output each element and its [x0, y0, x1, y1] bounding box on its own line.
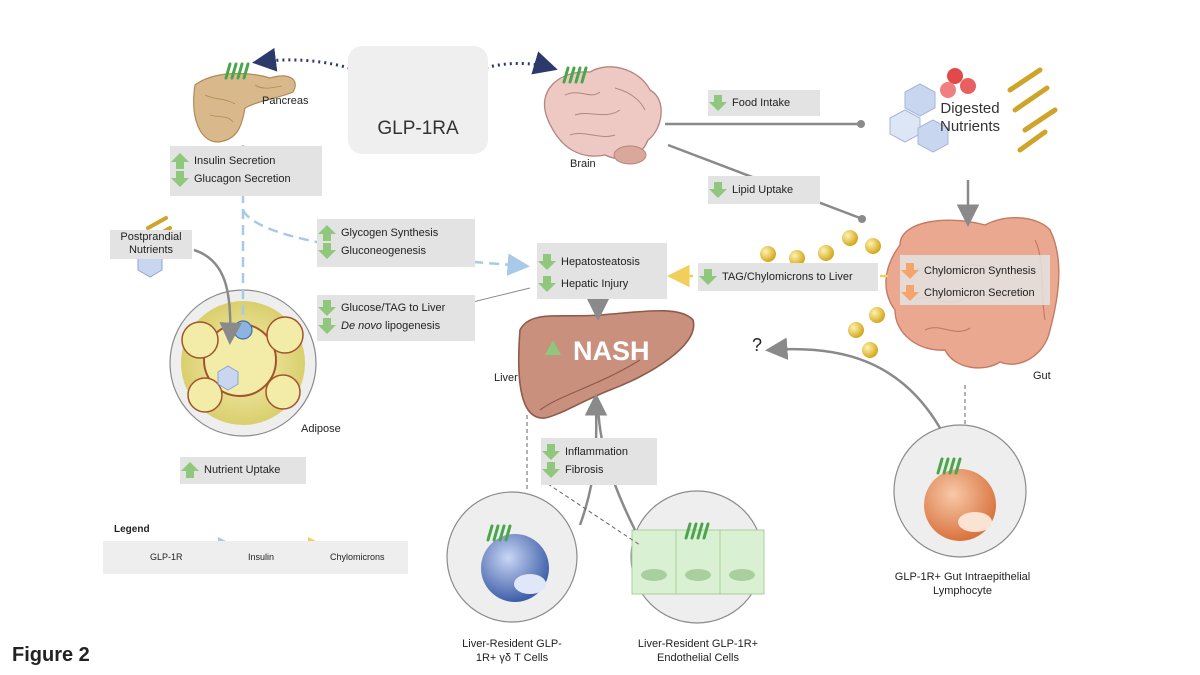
- nutrient-uptake-label: Nutrient Uptake: [204, 464, 281, 476]
- hepatic-injury-label: Hepatic Injury: [561, 278, 629, 290]
- tag-chylomicrons-box: TAG/Chylomicrons to Liver: [698, 263, 878, 291]
- de-novo-label: De novo: [341, 320, 382, 332]
- gd-t-cell-illustration: [446, 491, 578, 623]
- adipose-illustration: [169, 289, 317, 437]
- down-arrow-icon: [699, 269, 717, 285]
- arrow-iel-to-question: [765, 337, 942, 429]
- pancreas-label: Pancreas: [262, 95, 309, 107]
- postprandial-nutrients-label: Postprandial Nutrients: [120, 231, 182, 256]
- inflammation-label: Inflammation: [565, 446, 628, 458]
- down-arrow-icon: [901, 285, 919, 301]
- endothelial-cell-illustration: [630, 490, 765, 624]
- down-arrow-icon: [538, 254, 556, 270]
- legend-box: [103, 541, 408, 574]
- cell-connector-lines: [526, 385, 966, 546]
- gd-t-cells-label: Liver-Resident GLP-1R+ γδ T Cells: [462, 638, 562, 664]
- liver-label: Liver: [494, 372, 518, 384]
- food-intake-label: Food Intake: [732, 97, 791, 109]
- chylomicron-secretion-label: Chylomicron Secretion: [924, 287, 1035, 299]
- down-arrow-icon: [318, 318, 336, 334]
- legend-title: Legend: [114, 524, 150, 535]
- glucose-tag-effects-box: Glucose/TAG to Liver De novo lipogenesis: [317, 295, 475, 341]
- hepatic-effects-box: Hepatosteatosis Hepatic Injury: [537, 243, 667, 299]
- lipid-uptake-label: Lipid Uptake: [732, 184, 794, 196]
- pancreas-illustration: [193, 72, 296, 143]
- adipose-label: Adipose: [301, 423, 341, 435]
- arrow-postprandial-to-adipose: [193, 248, 242, 345]
- down-arrow-icon: [709, 182, 727, 198]
- up-arrow-icon: [171, 153, 189, 169]
- brain-label: Brain: [570, 158, 596, 170]
- endothelial-cells-label: Liver-Resident GLP-1R+ Endothelial Cells: [637, 638, 759, 664]
- gut-label: Gut: [1033, 370, 1051, 382]
- legend-chylomicrons-label: Chylomicrons: [330, 552, 385, 562]
- question-mark: ?: [752, 335, 763, 355]
- nash-label: NASH: [573, 336, 650, 366]
- down-arrow-icon: [542, 462, 560, 478]
- legend-insulin-label: Insulin: [248, 552, 275, 562]
- down-arrow-icon: [318, 300, 336, 316]
- insulin-secretion-label: Insulin Secretion: [194, 155, 276, 167]
- down-arrow-icon: [542, 444, 560, 460]
- glucagon-secretion-label: Glucagon Secretion: [194, 173, 291, 185]
- down-arrow-icon: [538, 276, 556, 292]
- digested-nutrients-icons: [889, 67, 1058, 153]
- down-arrow-icon: [901, 263, 919, 279]
- chylomicron-effects-box: Chylomicron Synthesis Chylomicron Secret…: [900, 255, 1050, 305]
- legend-glp1r-label: GLP-1R: [150, 552, 183, 562]
- down-arrow-icon: [171, 171, 189, 187]
- gluconeogenesis-label: Gluconeogenesis: [341, 245, 427, 257]
- chylomicron-synthesis-label: Chylomicron Synthesis: [924, 265, 1036, 277]
- glucose-tag-label: Glucose/TAG to Liver: [341, 302, 446, 314]
- lipogenesis-label: lipogenesis: [385, 320, 441, 332]
- iel-cell-illustration: [893, 424, 1027, 558]
- glycogen-effects-box: Glycogen Synthesis Gluconeogenesis: [317, 219, 475, 267]
- food-intake-box: Food Intake: [708, 90, 820, 116]
- up-arrow-icon: [318, 225, 336, 241]
- fibrosis-label: Fibrosis: [565, 464, 604, 476]
- brain-illustration: [543, 66, 662, 165]
- chylomicron-particles: [760, 230, 885, 358]
- glp1ra-card: [348, 46, 488, 154]
- down-arrow-icon: [318, 243, 336, 259]
- glycogen-synthesis-label: Glycogen Synthesis: [341, 227, 439, 239]
- lipid-uptake-box: Lipid Uptake: [708, 176, 820, 204]
- nutrient-uptake-box: Nutrient Uptake: [180, 457, 306, 484]
- inflammation-effects-box: Inflammation Fibrosis: [541, 438, 657, 485]
- figure-label: Figure 2: [12, 644, 90, 666]
- hepatosteatosis-label: Hepatosteatosis: [561, 256, 640, 268]
- digested-nutrients-label: Digested Nutrients: [939, 100, 1001, 135]
- up-arrow-icon: [181, 462, 199, 478]
- glp1ra-label: GLP-1RA: [377, 118, 459, 139]
- postprandial-nutrients-box: Postprandial Nutrients: [110, 230, 192, 259]
- down-arrow-icon: [709, 95, 727, 111]
- pancreas-effects-box: Insulin Secretion Glucagon Secretion: [170, 146, 322, 196]
- tag-chylomicrons-label: TAG/Chylomicrons to Liver: [722, 271, 853, 283]
- iel-label: GLP-1R+ Gut Intraepithelial Lymphocyte: [894, 571, 1031, 597]
- glp1r-receptors: [110, 62, 962, 567]
